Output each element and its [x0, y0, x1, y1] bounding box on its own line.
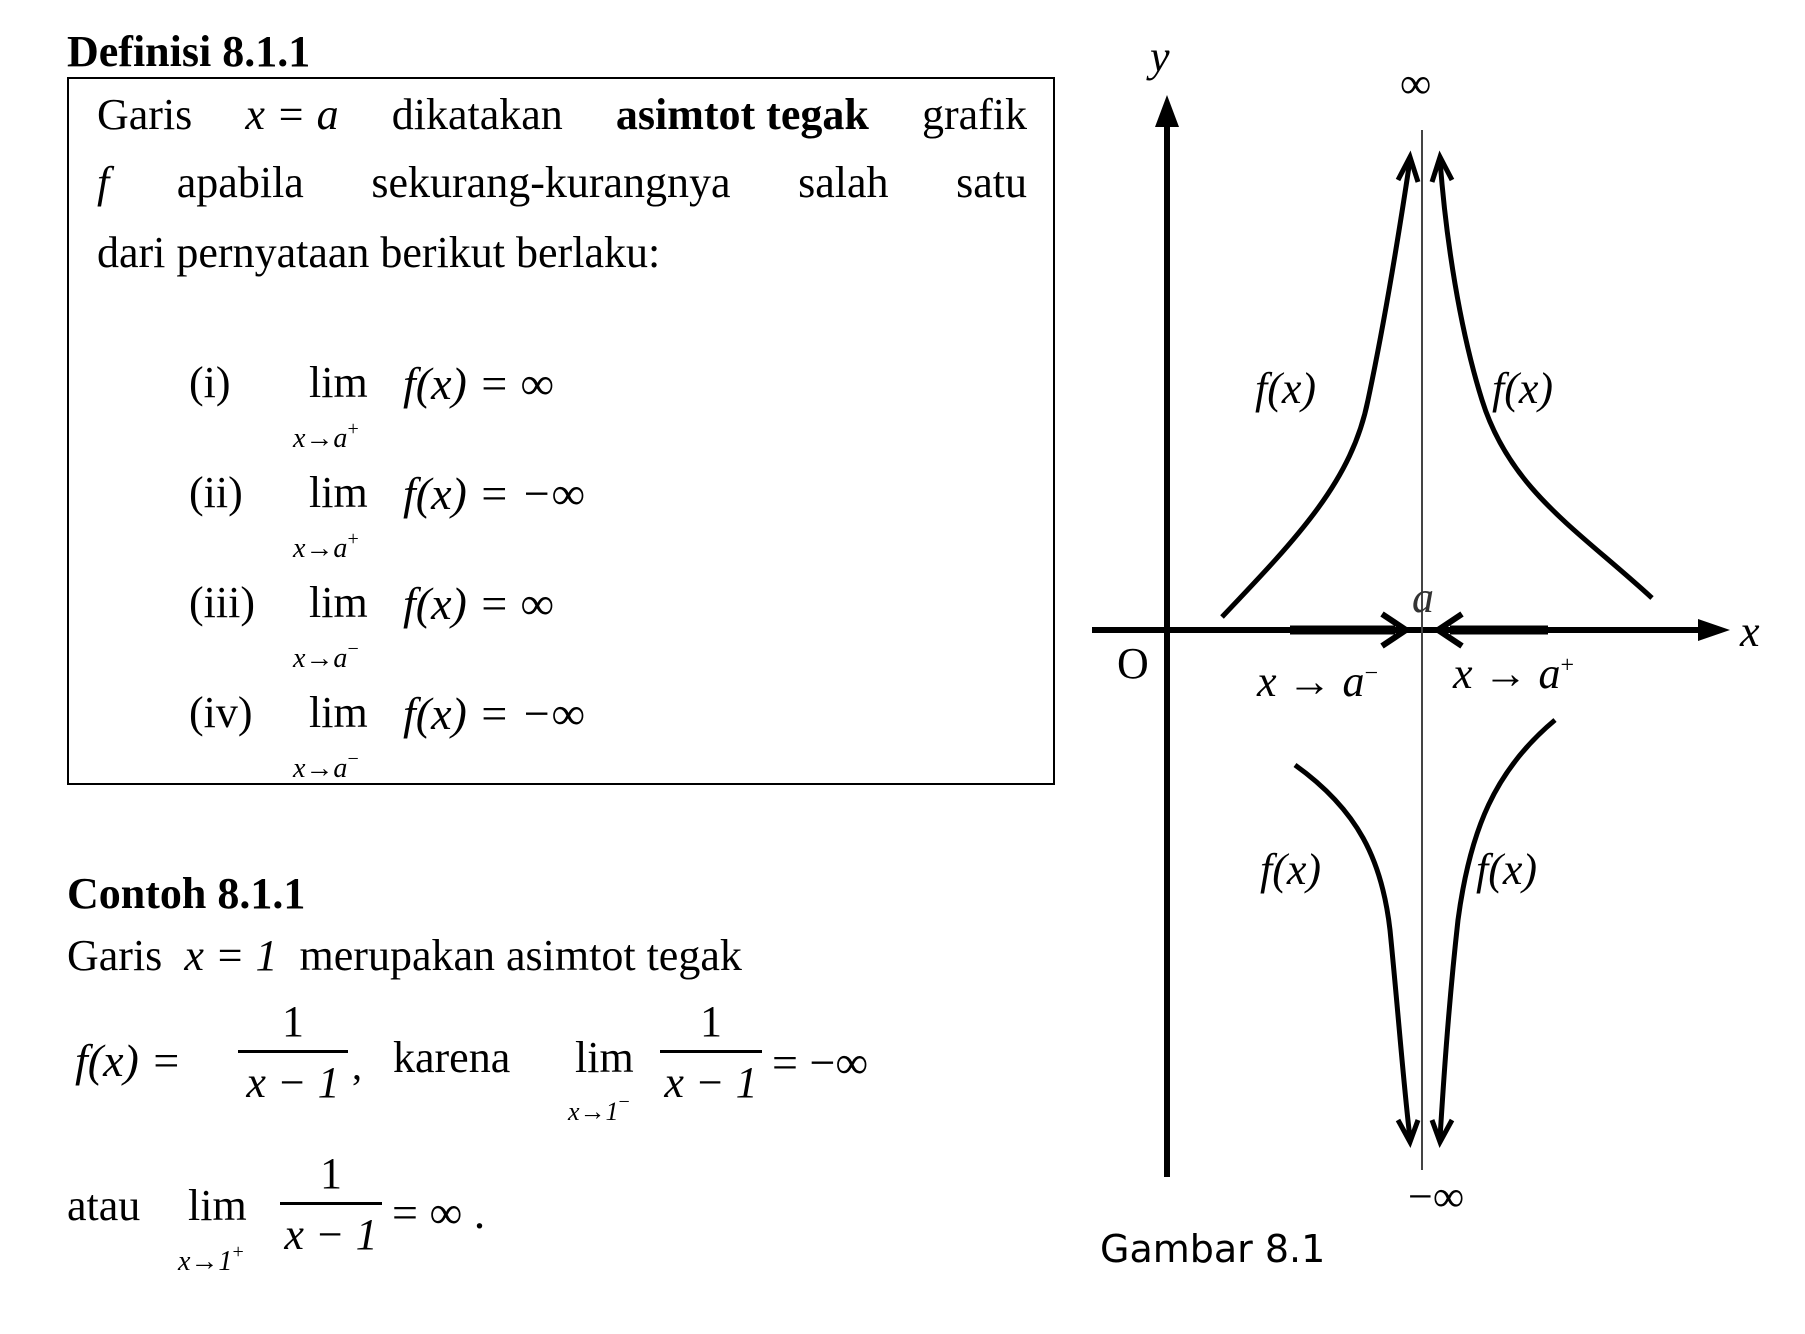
fraction-denominator: x − 1: [664, 1058, 758, 1107]
example-line-1: Garis x = 1 merupakan asimtot tegak: [67, 934, 742, 978]
limit-expression: f(x) = −∞: [403, 468, 585, 519]
curve-label-left-upper: f(x): [1255, 364, 1317, 413]
fraction-numerator: 1: [282, 997, 304, 1046]
curve-left-upper-arrowhead: [1395, 150, 1421, 183]
approach-right-arrowhead: [1432, 611, 1464, 649]
definition-box: Garis x = a dikatakan asimtot tegak graf…: [67, 77, 1055, 785]
word-karena: karena: [393, 1033, 511, 1082]
infinity-bottom-label: −∞: [1408, 1172, 1465, 1221]
definition-line-1: Garis x = a dikatakan asimtot tegak graf…: [97, 93, 1027, 137]
term-asimtot-tegak: asimtot tegak: [615, 90, 869, 139]
item-label: (i): [189, 358, 231, 407]
lim-word: lim: [309, 358, 368, 407]
fraction-bar: [660, 1050, 762, 1053]
limit-fraction: 1 x − 1: [280, 1152, 382, 1257]
word-garis: Garis: [67, 931, 163, 980]
limit-result: = ∞ .: [392, 1187, 486, 1238]
function-fraction: 1 x − 1: [238, 1000, 348, 1105]
word-garis: Garis: [97, 90, 193, 139]
curve-left-lower: [1293, 762, 1413, 1139]
lim-word: lim: [575, 1033, 634, 1082]
x-axis-label: x: [1740, 607, 1760, 656]
item-label: (iii): [189, 578, 255, 627]
lim-word: lim: [309, 688, 368, 737]
limit-expression: f(x) = ∞: [403, 578, 554, 629]
approach-left-arrowhead: [1380, 611, 1412, 649]
word-sekurang-kurangnya: sekurang-kurangnya: [371, 158, 731, 207]
fraction-denominator: x − 1: [246, 1058, 340, 1107]
lim-word: lim: [188, 1181, 247, 1230]
fraction-numerator: 1: [320, 1149, 342, 1198]
word-salah: salah: [798, 158, 889, 207]
x-axis-arrowhead: [1698, 619, 1730, 641]
curve-left-lower-arrowhead: [1395, 1118, 1421, 1149]
lim-word: lim: [309, 468, 368, 517]
curve-right-upper: [1437, 159, 1654, 600]
word-grafik: grafik: [921, 90, 1027, 139]
word-satu: satu: [956, 158, 1027, 207]
fraction-bar: [238, 1050, 348, 1053]
comma: ,: [352, 1043, 362, 1088]
definition-heading: Definisi 8.1.1: [67, 27, 311, 76]
example-statement: merupakan asimtot tegak: [299, 931, 742, 980]
fraction-numerator: 1: [700, 997, 722, 1046]
curve-right-lower: [1437, 718, 1557, 1139]
figure-caption: Gambar 8.1: [1100, 1227, 1326, 1271]
approach-right-label: x → a+: [1453, 649, 1575, 698]
item-label: (iv): [189, 688, 253, 737]
symbol-f: f: [97, 158, 110, 207]
definition-line-2: f apabila sekurang-kurangnya salah satu: [97, 161, 1027, 205]
lim-subscript: x→a−: [293, 748, 359, 784]
equation-x-eq-1: x = 1: [184, 931, 278, 980]
fraction-denominator: x − 1: [284, 1210, 378, 1259]
fraction-bar: [280, 1202, 382, 1205]
word-atau: atau: [67, 1181, 141, 1230]
definition-line-3: dari pernyataan berikut berlaku:: [97, 228, 661, 277]
curve-label-left-lower: f(x): [1260, 845, 1322, 894]
curve-label-right-lower: f(x): [1476, 845, 1538, 894]
y-axis-arrowhead: [1155, 95, 1179, 127]
limit-fraction: 1 x − 1: [660, 1000, 762, 1105]
approach-left-label: x → a−: [1257, 657, 1379, 706]
curve-right-upper-arrowhead: [1429, 150, 1455, 183]
infinity-top-label: ∞: [1400, 59, 1432, 108]
curve-right-lower-arrowhead: [1429, 1118, 1455, 1149]
function-lhs: f(x) =: [75, 1035, 182, 1086]
equation-x-eq-a: x = a: [245, 90, 339, 139]
limit-result: = −∞: [772, 1037, 869, 1088]
word-apabila: apabila: [176, 158, 304, 207]
origin-label: O: [1117, 639, 1149, 688]
lim-subscript: x→a−: [293, 638, 359, 674]
lim-subscript: x→1+: [178, 1241, 244, 1277]
lim-subscript: x→1−: [568, 1091, 630, 1126]
example-heading: Contoh 8.1.1: [67, 869, 306, 918]
lim-word: lim: [309, 578, 368, 627]
limit-expression: f(x) = −∞: [403, 688, 585, 739]
y-axis-label: y: [1150, 32, 1170, 81]
curve-left-upper: [1220, 159, 1413, 619]
word-dikatakan: dikatakan: [391, 90, 563, 139]
lim-subscript: x→a+: [293, 528, 359, 564]
limit-expression: f(x) = ∞: [403, 358, 554, 409]
item-label: (ii): [189, 468, 243, 517]
curve-label-right-upper: f(x): [1492, 364, 1554, 413]
asymptote-a-label: a: [1412, 573, 1434, 622]
lim-subscript: x→a+: [293, 418, 359, 454]
